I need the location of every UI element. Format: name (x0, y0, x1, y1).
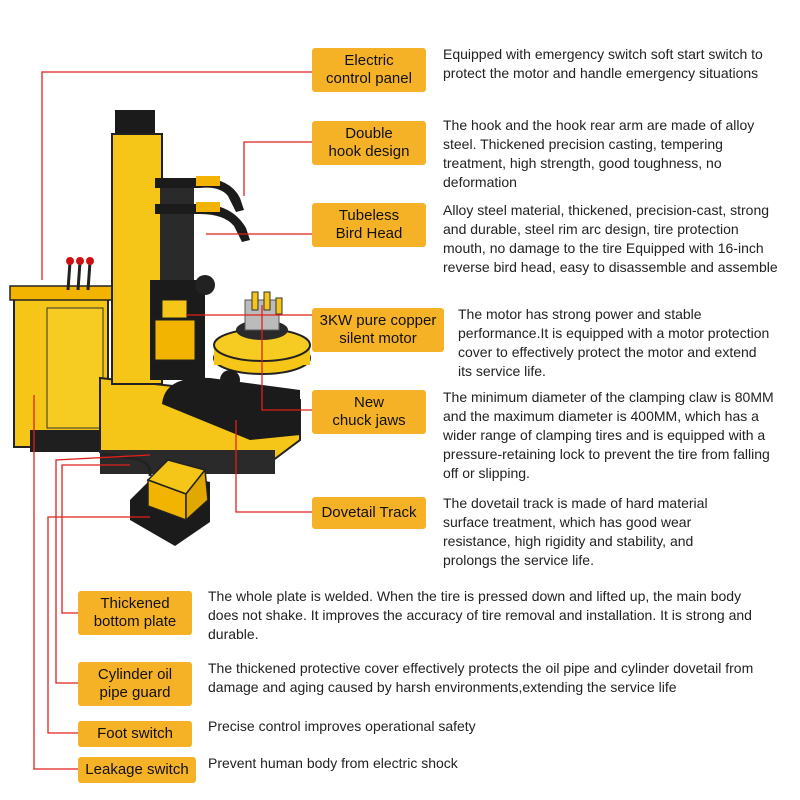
label-foot-switch: Foot switch (78, 721, 192, 747)
label-thickened-bottom-plate: Thickened bottom plate (78, 591, 192, 635)
desc-cylinder-oil-pipe-guard: The thickened protective cover effective… (208, 660, 754, 695)
label-electric-control-panel: Electric control panel (312, 48, 426, 92)
label-cylinder-oil-pipe-guard: Cylinder oil pipe guard (78, 662, 192, 706)
machine-base (99, 376, 301, 474)
label-double-hook-design: Double hook design (312, 121, 426, 165)
leader-line-dovetail-track (235, 420, 312, 513)
control-cabinet (9, 257, 113, 452)
leader-line-foot-switch (47, 516, 150, 734)
label-tubeless-bird-head: Tubeless Bird Head (312, 203, 426, 247)
leader-line-electric-control-panel (41, 71, 312, 280)
leader-line-cylinder-guard (55, 454, 151, 684)
label-motor: 3KW pure copper silent motor (312, 308, 444, 352)
desc-foot-switch: Precise control improves operational saf… (208, 718, 476, 734)
label-chuck-jaws: New chuck jaws (312, 390, 426, 434)
leader-line-chuck-jaws (261, 305, 312, 411)
desc-leakage-switch: Prevent human body from electric shock (208, 755, 458, 771)
label-dovetail-track: Dovetail Track (312, 497, 426, 529)
double-hook (155, 176, 250, 242)
desc-tubeless-bird-head: Alloy steel material, thickened, precisi… (443, 202, 778, 275)
desc-thickened-bottom-plate: The whole plate is welded. When the tire… (208, 588, 752, 642)
foot-pedal (130, 459, 210, 546)
desc-dovetail-track: The dovetail track is made of hard mater… (443, 495, 708, 568)
desc-double-hook-design: The hook and the hook rear arm are made … (443, 117, 755, 190)
leader-line-thickened-bottom-plate (61, 464, 130, 614)
leader-line-double-hook (243, 141, 312, 196)
label-leakage-switch: Leakage switch (78, 757, 196, 783)
desc-chuck-jaws: The minimum diameter of the clamping cla… (443, 389, 774, 481)
desc-electric-control-panel: Equipped with emergency switch soft star… (443, 46, 763, 81)
desc-motor: The motor has strong power and stable pe… (458, 306, 770, 379)
leader-line-leakage-switch (33, 395, 78, 770)
